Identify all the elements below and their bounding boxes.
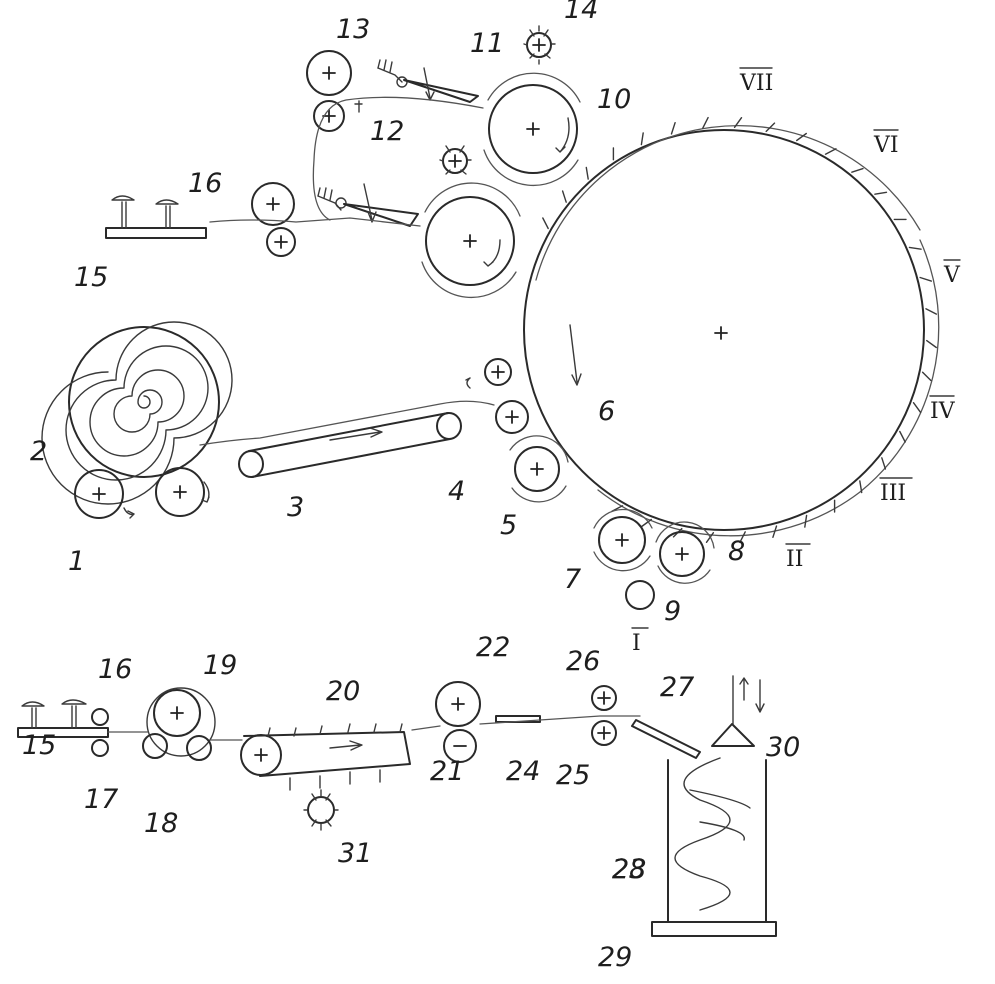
label-12: 12 <box>370 116 404 147</box>
flat-hook <box>874 191 888 195</box>
label-22: 22 <box>476 632 510 663</box>
flat-hook <box>912 402 922 413</box>
flat-hook <box>881 457 887 470</box>
label-10: 10 <box>597 84 631 115</box>
label-29: 29 <box>598 942 632 973</box>
label-21: 21 <box>430 756 464 787</box>
web-path-upper <box>312 96 484 221</box>
flat-hook <box>585 166 589 180</box>
lap-rollers-1 <box>74 467 210 519</box>
flat-hook <box>733 116 743 129</box>
flat-hook <box>796 132 807 142</box>
label-2: 2 <box>30 436 47 467</box>
label-17: 17 <box>84 784 118 815</box>
flat-hook <box>739 531 746 544</box>
cylinder-flats <box>542 116 938 544</box>
flat-hook <box>824 148 837 155</box>
label-19: 19 <box>203 650 237 681</box>
rollers-26 <box>591 685 617 746</box>
label-31: 31 <box>338 838 372 869</box>
label-3: 3 <box>287 492 304 523</box>
doffing-comb-11 <box>377 59 479 103</box>
flat-hook <box>926 339 937 349</box>
zone-label-IV: IV <box>930 399 956 424</box>
label-13: 13 <box>336 14 370 45</box>
flat-hook <box>542 217 549 230</box>
flat-hook <box>640 132 644 146</box>
label-15: 15 <box>74 262 108 293</box>
chute-27 <box>631 719 701 759</box>
flat-hook <box>899 430 906 443</box>
feed-rollers-4 <box>465 358 529 434</box>
flat-hook <box>670 121 676 135</box>
flat-hook <box>851 167 864 173</box>
label-6: 6 <box>598 396 615 427</box>
label-28: 28 <box>612 854 646 885</box>
main-cylinder-6 <box>523 124 940 537</box>
flat-hook <box>641 518 652 528</box>
label-14: 14 <box>564 0 598 25</box>
label-15-lower: 15 <box>22 730 56 761</box>
label-30: 30 <box>766 732 800 763</box>
label-25: 25 <box>556 760 590 791</box>
label-20: 20 <box>326 676 360 707</box>
doffer-lower <box>421 182 521 299</box>
label-27: 27 <box>660 672 694 703</box>
label-11: 11 <box>470 28 504 59</box>
table-15-upper <box>105 195 207 239</box>
flat-hook <box>921 371 932 382</box>
doffer-10 <box>483 72 581 187</box>
flat-hook <box>925 308 938 315</box>
funnel-30 <box>711 675 765 747</box>
flat-hook <box>908 246 922 250</box>
rollers-22 <box>435 681 481 763</box>
flat-hook <box>561 190 567 203</box>
lap-roll-2 <box>41 321 233 505</box>
label-9: 9 <box>664 596 681 627</box>
flat-hook <box>804 514 808 528</box>
label-18: 18 <box>144 808 178 839</box>
brush-roller-31 <box>303 789 339 831</box>
zone-label-VI: VI <box>873 133 899 158</box>
can-28-29 <box>651 757 777 937</box>
label-24: 24 <box>506 756 540 787</box>
flat-hook <box>859 480 863 494</box>
label-16: 16 <box>188 168 222 199</box>
label-23: 23 <box>612 854 646 885</box>
label-5: 5 <box>500 510 517 541</box>
zone-label-I: I <box>632 631 641 656</box>
flat-hook <box>772 525 778 538</box>
web-path-lower <box>107 715 641 741</box>
rollers-pair-lower <box>209 182 421 257</box>
label-7: 7 <box>564 564 581 595</box>
flat-hook <box>765 122 776 133</box>
rollers-18-19 <box>142 687 216 761</box>
label-4: 4 <box>448 476 465 507</box>
label-16-lower: 16 <box>98 654 132 685</box>
brush-roller-14 <box>523 25 556 65</box>
label-8: 8 <box>728 536 745 567</box>
zone-label-V: V <box>943 263 961 288</box>
label-1: 1 <box>68 546 85 577</box>
conveyor-20 <box>240 723 411 791</box>
zone-label-III: III <box>880 481 906 506</box>
flat-hook <box>702 116 709 129</box>
licker-in-5 <box>509 435 569 503</box>
brush-roller-mid <box>439 145 472 175</box>
rollers-7-8-9 <box>593 508 715 610</box>
flat-hook <box>919 276 932 282</box>
zone-label-VII: VII <box>739 71 773 96</box>
rollers-12-13 <box>306 50 363 132</box>
feed-conveyor-3 <box>199 400 495 478</box>
label-26: 26 <box>566 646 600 677</box>
zone-label-II: II <box>786 547 803 572</box>
